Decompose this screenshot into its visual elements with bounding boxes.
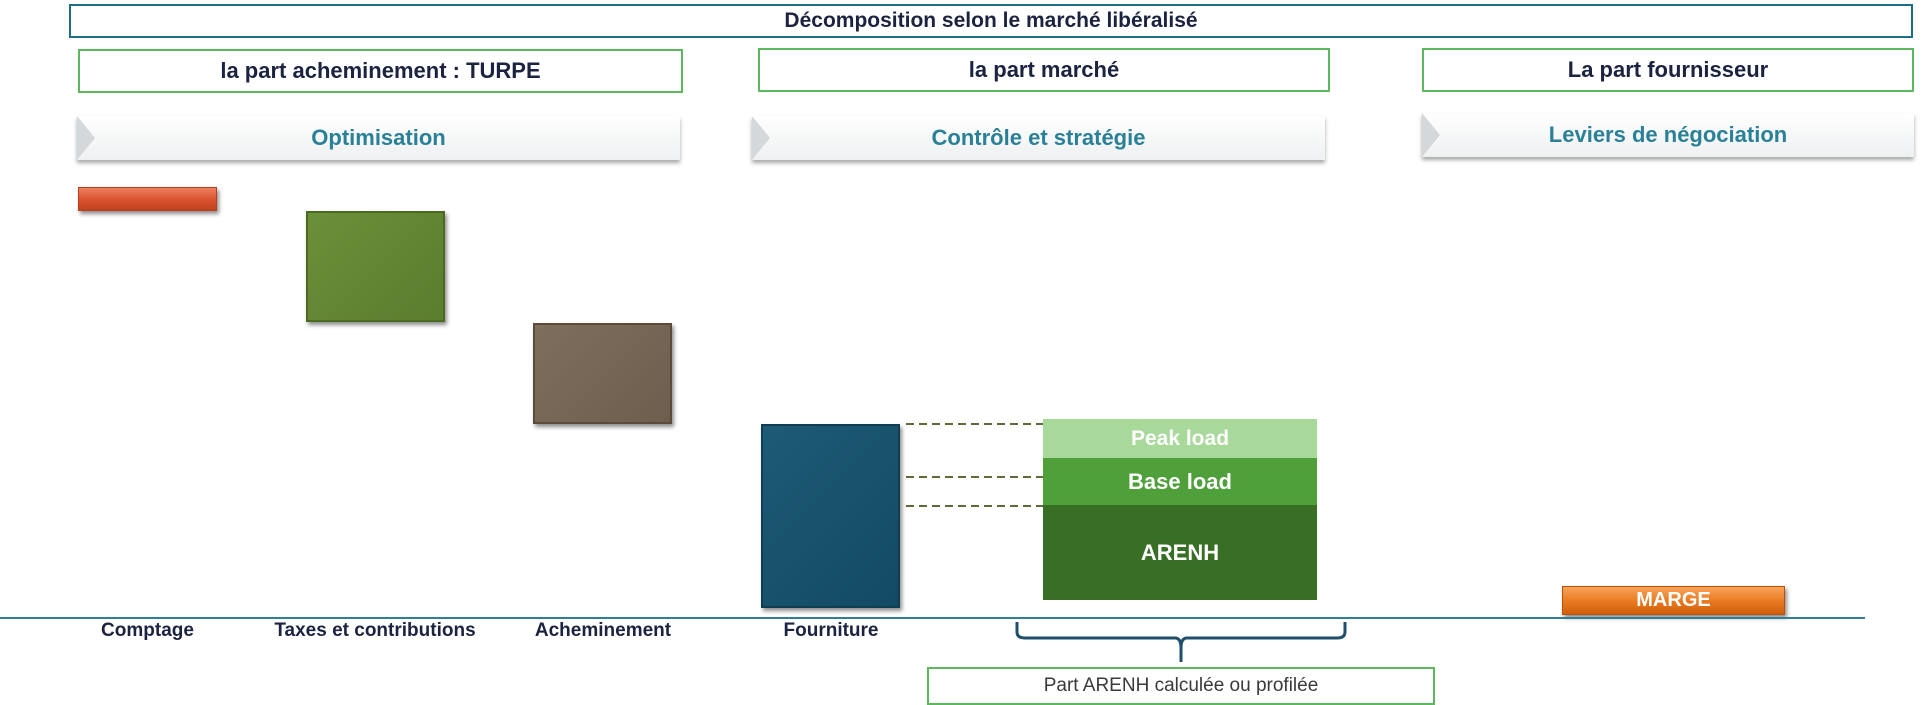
section-header-acheminement: la part acheminement : TURPE (78, 49, 683, 93)
category-label-comptage: Comptage (101, 620, 194, 641)
bar-comptage (78, 187, 217, 211)
banner-optimisation: Optimisation (77, 116, 680, 160)
segment-peak-load: Peak load (1043, 419, 1317, 458)
curly-bracket-path (1015, 622, 1347, 662)
bar-taxes-contributions (306, 211, 445, 322)
note-arenh: Part ARENH calculée ou profilée (927, 667, 1435, 705)
section-header-marche-text: la part marché (968, 57, 1120, 82)
segment-base-load-label: Base load (1128, 468, 1232, 494)
dashed-connectors (906, 423, 1043, 507)
banner-controle-strategie-text: Contrôle et stratégie (931, 125, 1146, 150)
banner-leviers-negociation-text: Leviers de négociation (1548, 122, 1788, 147)
baseline (0, 617, 1865, 619)
bar-acheminement (533, 323, 672, 424)
bar-marge: MARGE (1562, 586, 1785, 615)
diagram-title-text: Décomposition selon le marché libéralisé (784, 9, 1198, 32)
section-header-marche: la part marché (758, 48, 1330, 92)
banner-controle-strategie: Contrôle et stratégie (752, 116, 1325, 160)
segment-base-load: Base load (1043, 458, 1317, 505)
section-header-fournisseur: La part fournisseur (1422, 48, 1914, 92)
category-label-fourniture: Fourniture (783, 620, 879, 641)
diagram-title: Décomposition selon le marché libéralisé (69, 4, 1913, 38)
bar-fourniture (761, 424, 900, 608)
segment-peak-load-label: Peak load (1130, 426, 1230, 450)
banner-leviers-negociation: Leviers de négociation (1422, 113, 1914, 157)
category-label-taxes: Taxes et contributions (274, 620, 476, 641)
segment-arenh: ARENH (1043, 505, 1317, 600)
bar-marge-label: MARGE (1636, 589, 1711, 611)
section-header-acheminement-text: la part acheminement : TURPE (220, 58, 541, 83)
category-label-acheminement: Acheminement (534, 620, 672, 641)
note-arenh-text: Part ARENH calculée ou profilée (1043, 675, 1319, 696)
segment-arenh-label: ARENH (1140, 539, 1220, 565)
section-header-fournisseur-text: La part fournisseur (1567, 57, 1769, 82)
curly-bracket (1015, 622, 1347, 662)
banner-optimisation-text: Optimisation (311, 125, 446, 150)
